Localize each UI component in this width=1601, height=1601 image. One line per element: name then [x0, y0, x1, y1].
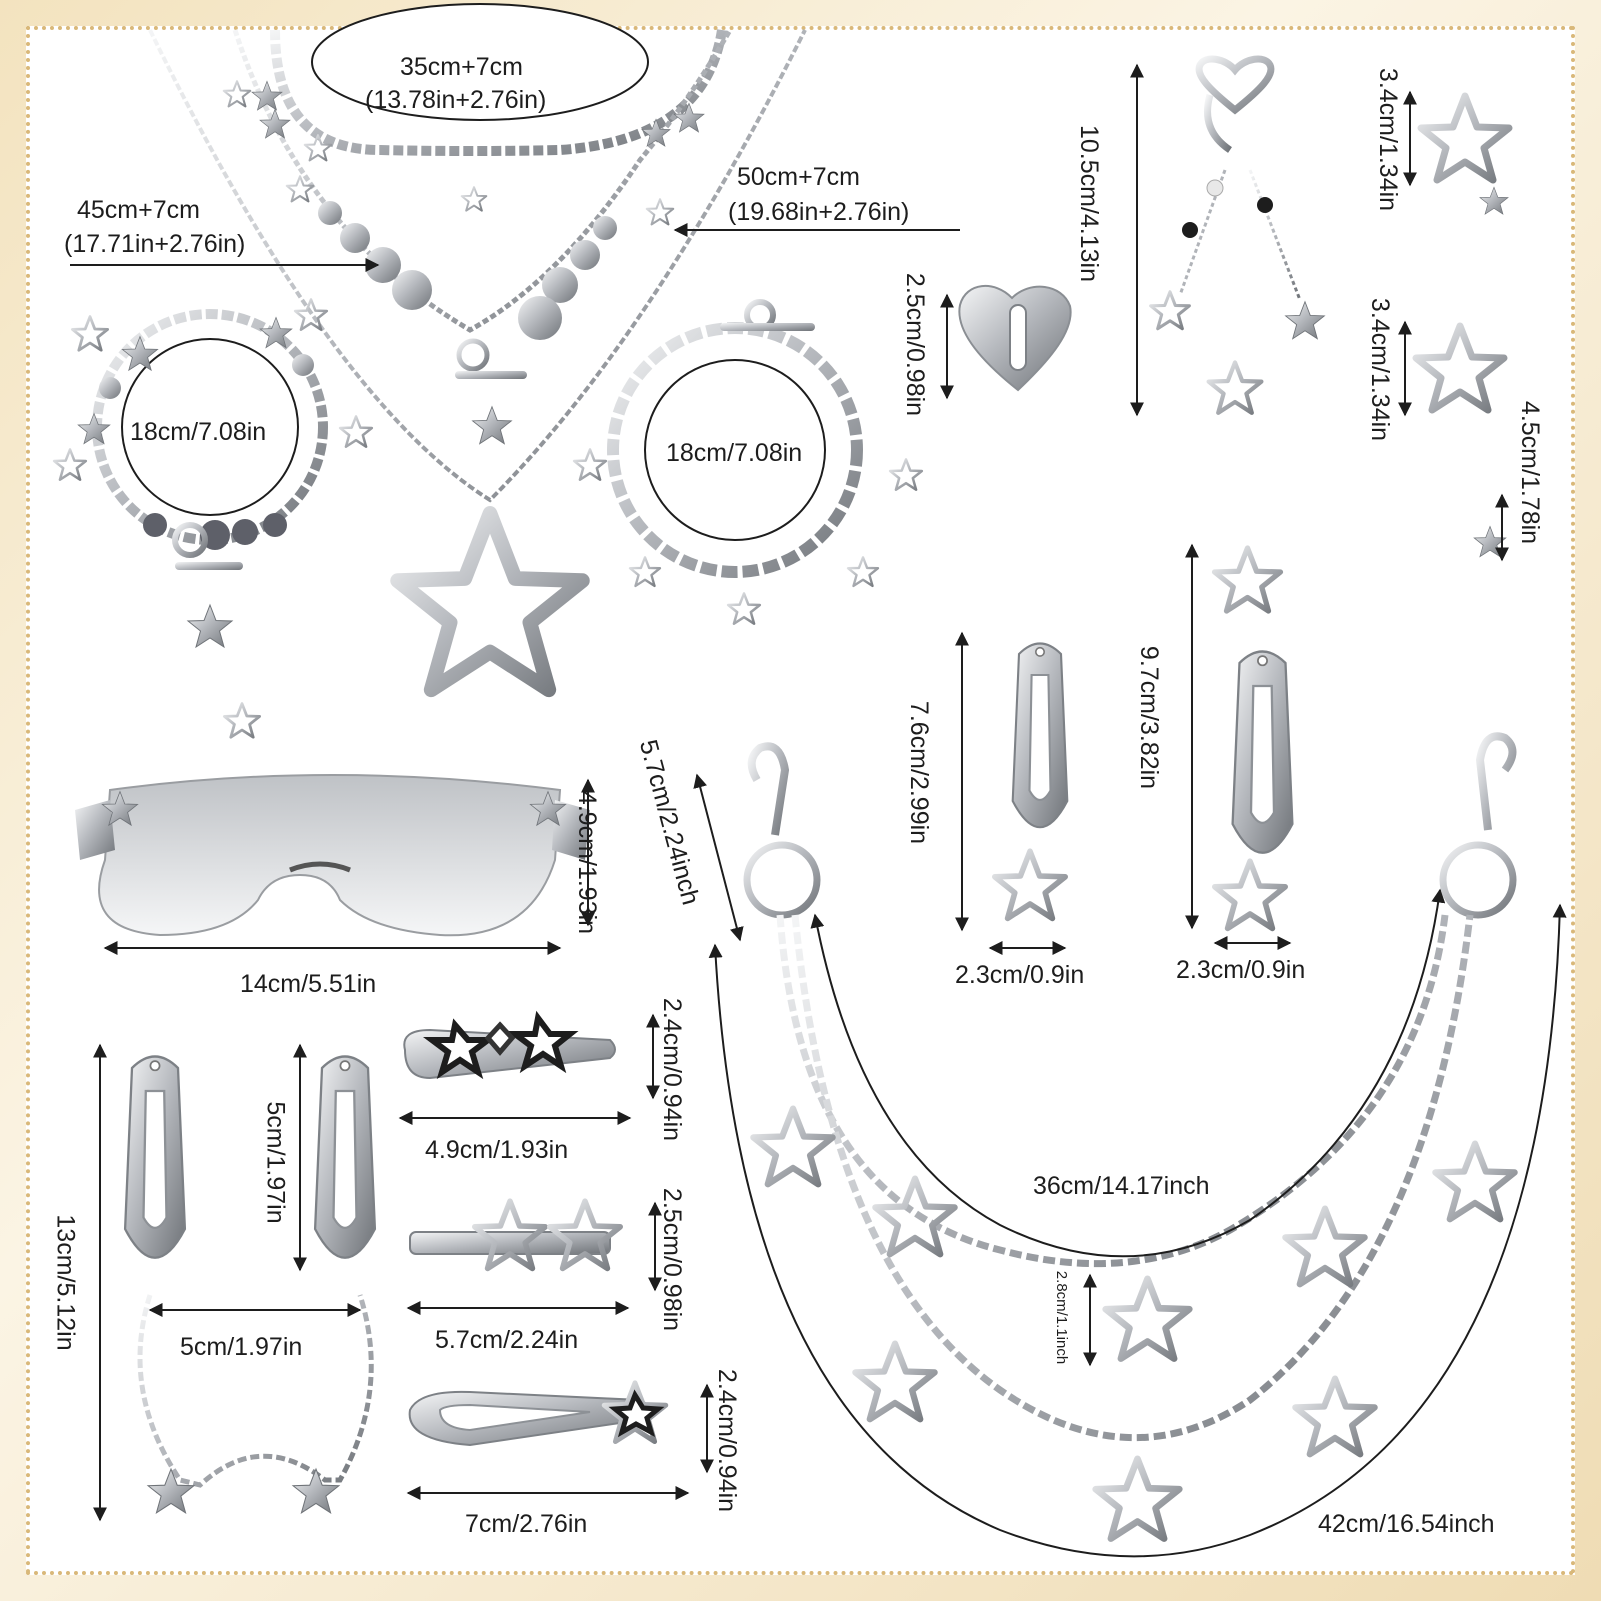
snap-clip-width: 7cm/2.76in	[465, 1510, 588, 1538]
small-claw-height: 2.4cm/0.94in	[658, 997, 687, 1142]
middle-length-in: (19.68in+2.76in)	[728, 198, 910, 226]
star-drop-clip	[1215, 548, 1294, 928]
small-star-clip-size: 3.4cm/1.34in	[1374, 67, 1403, 212]
left-bracelet-size: 18cm/7.08in	[130, 418, 267, 446]
double-clip-span: 5cm/1.97in	[180, 1333, 303, 1361]
inner-chain-length: 36cm/14.17inch	[1033, 1172, 1210, 1200]
double-star-claw-clip	[409, 1201, 620, 1268]
dangle-star-clip-size: 4.5cm/1.78in	[1516, 400, 1545, 545]
star-snap-clips	[1416, 96, 1509, 558]
double-chain-clips	[123, 1055, 377, 1514]
star-drop-clip-height: 9.7cm/3.82in	[1135, 645, 1164, 790]
pants-chain	[743, 732, 1515, 1538]
pendant-clip-height: 7.6cm/2.99in	[905, 700, 934, 845]
star-claw-width: 5.7cm/2.24in	[435, 1326, 579, 1354]
long-length-cm: 45cm+7cm	[77, 196, 200, 224]
double-clip-total: 13cm/5.12in	[51, 1214, 80, 1351]
heart-ring	[958, 284, 1072, 392]
star-drop-clip-width: 2.3cm/0.9in	[1176, 956, 1306, 984]
star-bead-bracelet	[52, 298, 374, 739]
star-claw-height: 2.5cm/0.98in	[658, 1187, 687, 1332]
dimension-lines	[70, 63, 1567, 1558]
middle-length-cm: 50cm+7cm	[737, 163, 860, 191]
medium-star-clip-size: 3.4cm/1.34in	[1366, 297, 1395, 442]
glasses-width: 14cm/5.51in	[240, 970, 377, 998]
snap-clip-height: 2.4cm/0.94in	[713, 1368, 742, 1513]
outer-chain-length: 42cm/16.54inch	[1318, 1510, 1495, 1538]
choker-length-cm: 35cm+7cm	[400, 53, 523, 81]
layered-necklace	[148, 3, 807, 690]
keychain-length: 10.5cm/4.13in	[1075, 124, 1104, 283]
choker-length-in: (13.78in+2.76in)	[365, 86, 547, 114]
small-star-claw-clip	[403, 1010, 616, 1080]
figaro-chain-bracelet	[572, 299, 924, 625]
star-drop-length: 2.8cm/1.1inch	[1053, 1270, 1071, 1365]
star-snap-clip	[408, 1383, 666, 1447]
small-claw-width: 4.9cm/1.93in	[425, 1136, 569, 1164]
ring-height: 2.5cm/0.98in	[901, 272, 930, 417]
double-clip-height: 5cm/1.97in	[261, 1101, 290, 1224]
pendant-clip-width: 2.3cm/0.9in	[955, 961, 1085, 989]
long-length-in: (17.71in+2.76in)	[64, 230, 246, 258]
star-pendant-clip	[995, 642, 1069, 919]
glasses-height: 4.9cm/1.93in	[573, 790, 602, 935]
heart-keychain	[1149, 55, 1325, 413]
right-bracelet-size: 18cm/7.08in	[666, 439, 803, 467]
shield-sunglasses	[75, 774, 590, 937]
